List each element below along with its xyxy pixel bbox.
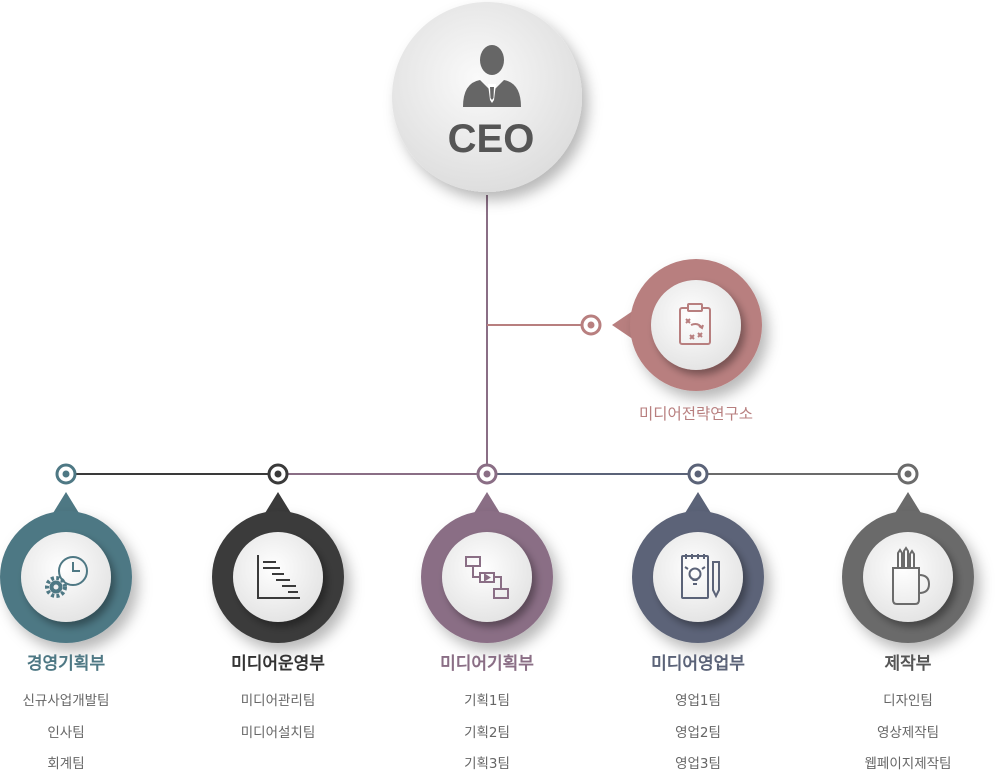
- dept-media-operations[interactable]: 미디어운영부 미디어관리팀 미디어설치팀: [212, 463, 344, 741]
- dept-media-sales[interactable]: 미디어영업부 영업1팀 영업2팀 영업3팀: [632, 463, 764, 771]
- team-item: 웹페이지제작팀: [865, 756, 952, 771]
- dept-connector-dot-core: [904, 470, 912, 478]
- connector-lines: [66, 195, 908, 475]
- dept-connector-dot-core: [62, 470, 70, 478]
- team-item: 미디어설치팀: [241, 725, 316, 741]
- dept-connector-dot-core: [483, 470, 491, 478]
- dept-connector-dot-core: [694, 470, 702, 478]
- team-item: 미디어관리팀: [241, 693, 316, 709]
- dept-inner-circle: [653, 532, 743, 622]
- ceo-label: CEO: [448, 117, 535, 161]
- dept-inner-circle: [863, 532, 953, 622]
- team-item: 디자인팀: [883, 693, 933, 709]
- dept-production[interactable]: 제작부 디자인팀 영상제작팀 웹페이지제작팀: [842, 463, 974, 771]
- dept-inner-circle: [21, 532, 111, 622]
- team-item: 영상제작팀: [877, 725, 939, 741]
- lab-node[interactable]: 미디어전략연구소: [580, 259, 762, 423]
- idea-notepad-icon: [681, 554, 720, 599]
- dept-media-planning[interactable]: 미디어기획부 기획1팀 기획2팀 기획3팀: [421, 463, 553, 771]
- lab-name: 미디어전략연구소: [639, 405, 753, 423]
- dept-management-planning[interactable]: 경영기획부 신규사업개발팀 인사팀 회계팀: [0, 463, 132, 771]
- gantt-chart-icon: [257, 555, 300, 599]
- team-item: 인사팀: [47, 725, 84, 741]
- team-item: 신규사업개발팀: [23, 693, 110, 709]
- flowchart-icon: [465, 556, 509, 599]
- team-item: 기획2팀: [464, 725, 510, 741]
- ceo-node[interactable]: CEO: [392, 2, 582, 192]
- dept-inner-circle: [233, 532, 323, 622]
- team-item: 영업3팀: [675, 756, 721, 771]
- dept-name: 제작부: [885, 654, 932, 674]
- lab-connector-dot-core: [587, 321, 595, 329]
- pencil-cup-icon: [892, 546, 931, 605]
- team-item: 영업1팀: [675, 693, 721, 709]
- dept-name: 미디어영업부: [651, 654, 745, 674]
- team-item: 회계팀: [47, 756, 84, 771]
- team-item: 기획1팀: [464, 693, 510, 709]
- team-item: 영업2팀: [675, 725, 721, 741]
- dept-name: 미디어기획부: [440, 654, 534, 674]
- team-item: 기획3팀: [464, 756, 510, 771]
- clock-gear-icon: [45, 556, 88, 598]
- businessman-icon: [463, 45, 521, 107]
- strategy-clipboard-icon: [679, 303, 711, 345]
- dept-connector-dot-core: [274, 470, 282, 478]
- dept-name: 경영기획부: [27, 654, 106, 674]
- dept-name: 미디어운영부: [231, 654, 325, 674]
